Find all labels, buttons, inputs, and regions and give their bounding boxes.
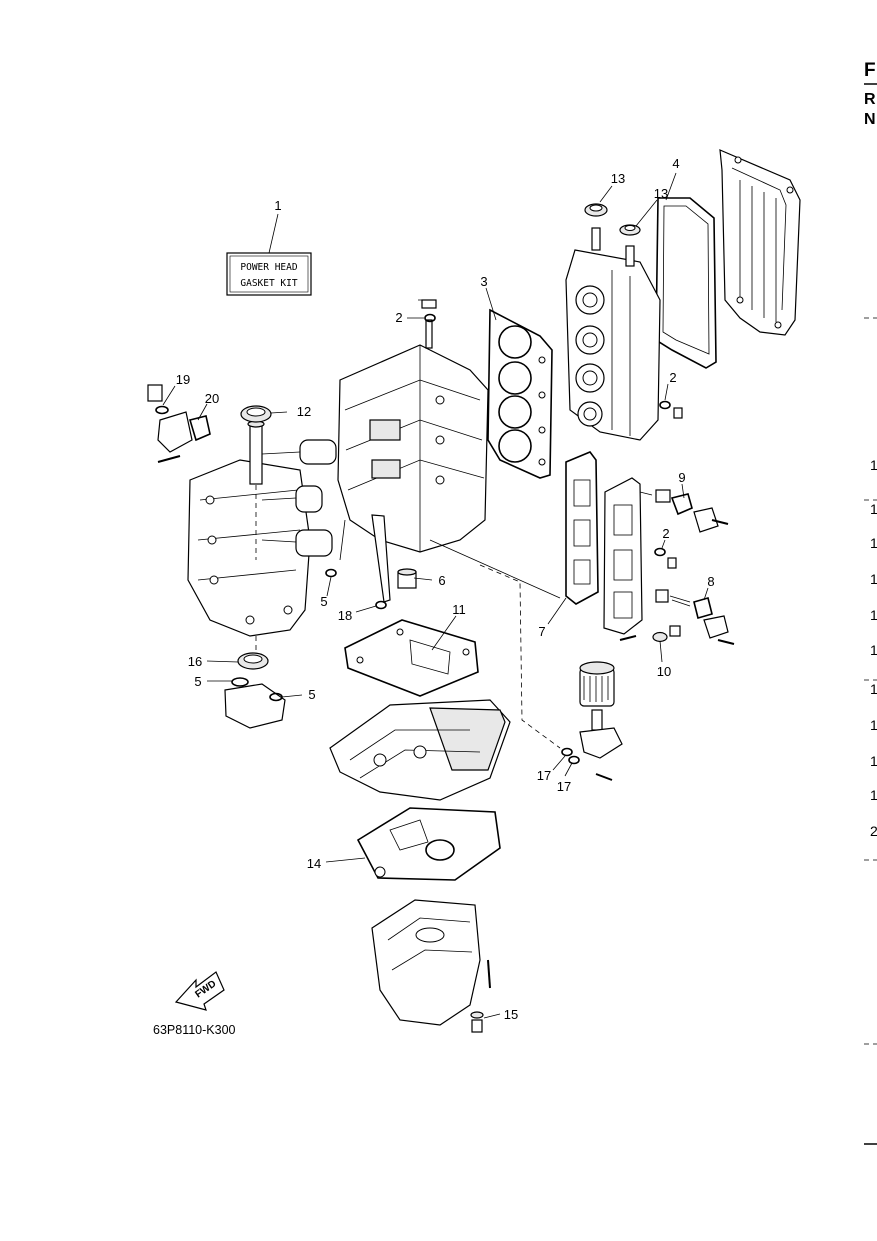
o-ring-5-left	[325, 568, 337, 578]
callout-14: 14	[307, 856, 321, 871]
power-head-gasket-kit-box: POWER HEAD GASKET KIT	[226, 252, 312, 296]
crankshaft-and-pistons	[247, 420, 337, 557]
edge-number: 1	[870, 642, 877, 658]
cylinder-head	[565, 227, 661, 441]
edge-number: 1	[870, 457, 877, 473]
forward-direction-arrow-icon: FWD	[174, 971, 225, 1011]
page-edge-column: F R N 1 1 1 1 1 1 1 1 1 1 2	[864, 60, 877, 1145]
seal-10	[652, 625, 681, 643]
edge-number: 1	[870, 607, 877, 623]
callout-17: 17	[537, 768, 551, 783]
kit-box-line-1: POWER HEAD	[240, 262, 297, 273]
washer-2-head	[659, 400, 683, 419]
callout-13: 13	[654, 186, 668, 201]
edge-number: 1	[870, 717, 877, 733]
edge-number: 1	[870, 535, 877, 551]
valve-cover	[719, 149, 801, 336]
drain-plug-6	[397, 568, 417, 589]
callout-7: 7	[538, 624, 545, 639]
callout-16: 16	[188, 654, 202, 669]
edge-number: 1	[870, 571, 877, 587]
edge-letter-n: N	[864, 111, 876, 128]
callout-3: 3	[480, 274, 487, 289]
valve-cover-gasket	[655, 197, 717, 369]
callout-18: 18	[338, 608, 352, 623]
callout-2: 2	[395, 310, 402, 325]
callout-10: 10	[657, 664, 671, 679]
oil-seal-12	[240, 405, 272, 423]
edge-number: 1	[870, 501, 877, 517]
crankcase	[187, 459, 311, 637]
exhaust-cover-gasket	[565, 451, 599, 605]
exhaust-guide	[329, 699, 511, 801]
callout-20: 20	[205, 391, 219, 406]
kit-box-line-2: GASKET KIT	[240, 278, 297, 289]
edge-number: 1	[870, 753, 877, 769]
callout-4: 4	[672, 156, 679, 171]
oil-seal-16	[237, 652, 269, 670]
gasket-11	[344, 619, 479, 697]
o-ring-18	[375, 600, 387, 610]
oil-pump	[224, 677, 286, 729]
thermostat-assembly-8	[655, 589, 735, 645]
edge-number: 1	[870, 681, 877, 697]
callout-5: 5	[308, 687, 315, 702]
thermostat-cover-assembly	[147, 384, 211, 463]
washer-2-top	[424, 313, 436, 323]
cylinder-head-gasket	[487, 308, 553, 479]
callout-19: 19	[176, 372, 190, 387]
washer-2-right	[654, 547, 677, 569]
callout-15: 15	[504, 1007, 518, 1022]
callout-8: 8	[707, 574, 714, 589]
callout-17: 17	[557, 779, 571, 794]
edge-letter-r: R	[864, 91, 876, 108]
drawing-code: 63P8110-K300	[153, 1023, 236, 1037]
callout-2: 2	[669, 370, 676, 385]
callout-13: 13	[611, 171, 625, 186]
callout-2: 2	[662, 526, 669, 541]
callout-5: 5	[194, 674, 201, 689]
callout-1: 1	[274, 198, 281, 213]
callout-11: 11	[452, 602, 466, 617]
edge-number: 1	[870, 787, 877, 803]
assembly-lines	[255, 299, 653, 749]
thermostat-assembly-9	[655, 489, 729, 533]
oil-seal-13-left	[584, 203, 608, 217]
oil-filter-assembly	[561, 661, 623, 781]
dipstick-guide-tube	[371, 514, 391, 603]
edge-number: 2	[870, 823, 877, 839]
exhaust-cover	[603, 477, 643, 641]
gasket-14	[356, 807, 501, 881]
oil-pan	[371, 899, 491, 1033]
callout-12: 12	[297, 404, 311, 419]
cylinder-block	[337, 299, 489, 553]
callout-6: 6	[438, 573, 445, 588]
oil-seal-13-right	[619, 224, 641, 236]
edge-letter-f: F	[864, 60, 876, 81]
callout-9: 9	[678, 470, 685, 485]
callout-numbers: 1 2 2 2 3 4 5 5 5 6 7 8 9 10 11 12 13 13…	[176, 156, 715, 1022]
callout-leaders	[162, 172, 709, 1019]
callout-5: 5	[320, 594, 327, 609]
